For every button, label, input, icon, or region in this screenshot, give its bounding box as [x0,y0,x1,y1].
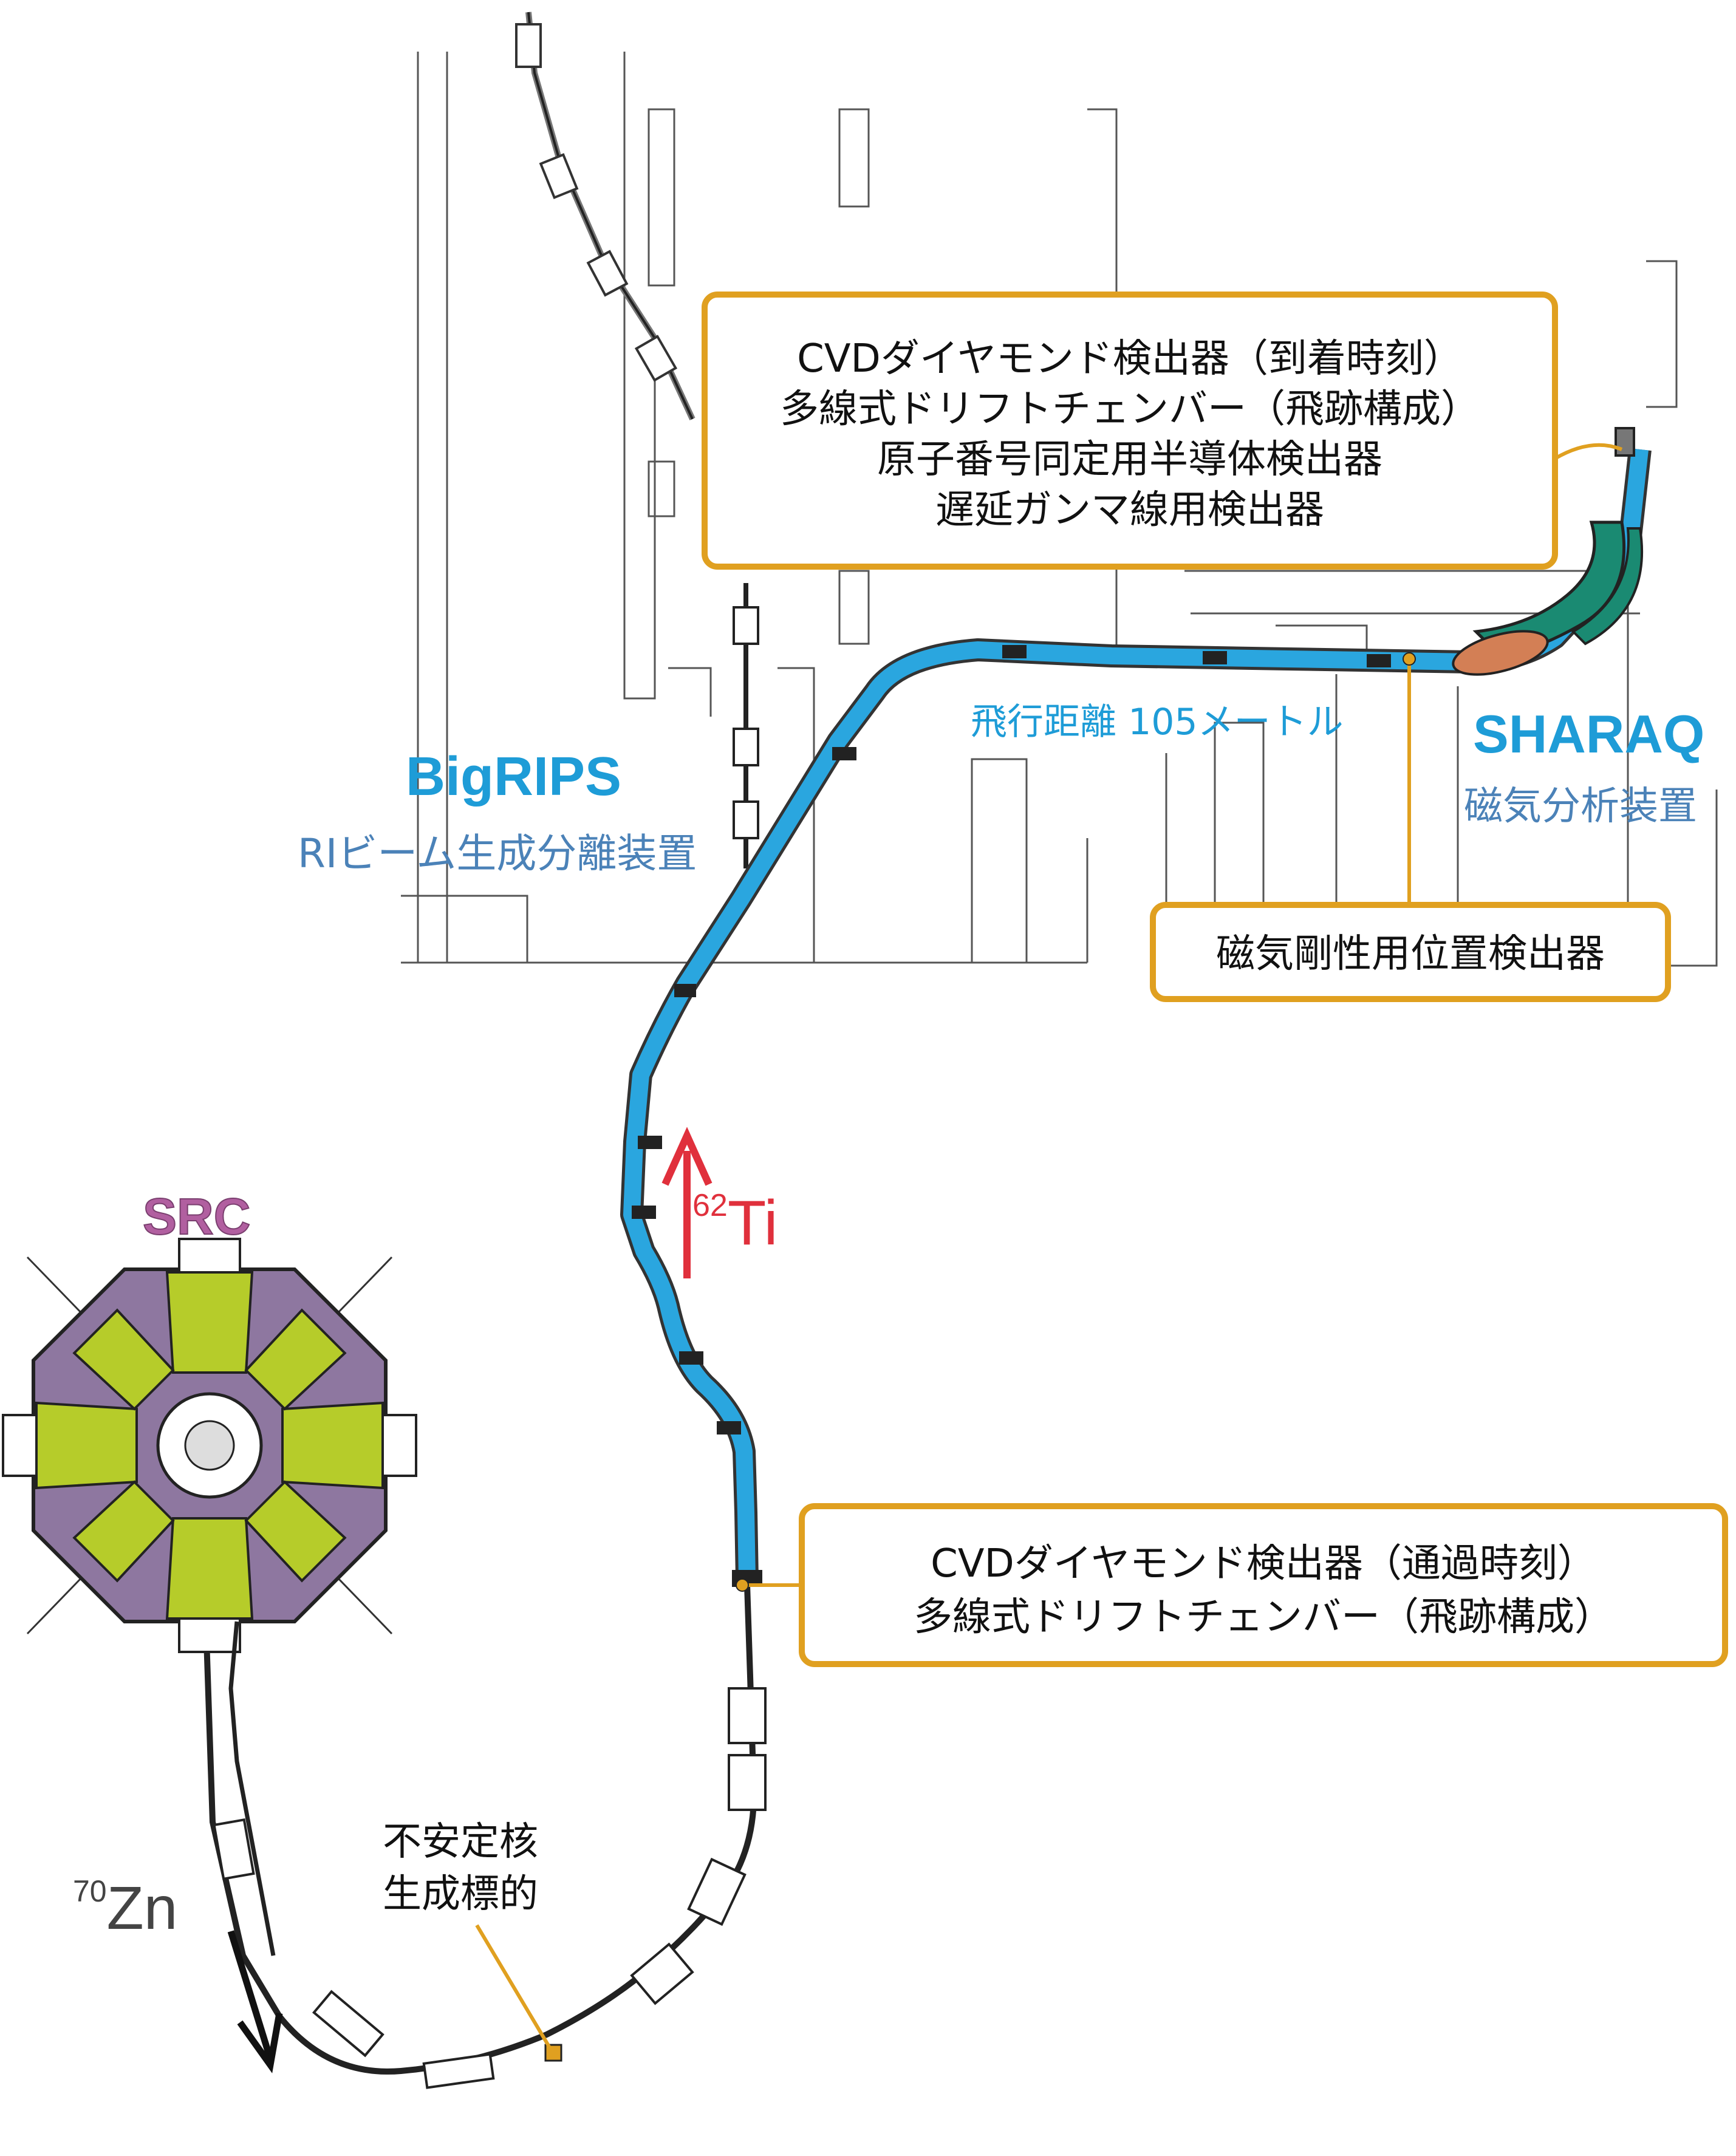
bigrips-beamline [623,448,1649,1580]
callout-leaders [475,443,1623,2054]
zn70-mass-number: 70 [73,1874,107,1908]
focal-detector-line-3: 原子番号同定用半導体検出器 [877,437,1382,482]
callout-focal-plane-detectors: CVDダイヤモンド検出器（到着時刻） 多線式ドリフトチェンバー（飛跡構成） 原子… [702,292,1558,570]
target-label-line-1: 不安定核 [383,1820,538,1864]
callout-rigidity-detector: 磁気剛性用位置検出器 [1150,902,1671,1002]
beamline-elements [632,645,1391,1587]
ti62-label: 62Ti [692,1187,778,1260]
flight-distance-label: 飛行距離 105メートル [971,701,1344,743]
src-title: SRC [142,1187,251,1246]
bigrips-subtitle: RIビーム生成分離装置 [298,830,697,877]
zn70-symbol: Zn [106,1874,178,1942]
src-extraction-beamline [228,1621,276,1956]
vertical-beamline [733,583,759,868]
ti62-symbol: Ti [727,1188,778,1258]
bigrips-beamline-outline [620,448,1652,1580]
focal-detector-line-4: 遅延ガンマ線用検出器 [935,488,1324,533]
zn70-label: 70Zn [73,1874,177,1943]
target-label-line-2: 生成標的 [383,1872,538,1917]
ti62-mass-number: 62 [692,1188,728,1224]
bigrips-title: BigRIPS [406,746,622,807]
focal-detector-line-2: 多線式ドリフトチェンバー（飛跡構成） [780,387,1480,432]
target-label: 不安定核 生成標的 [383,1816,538,1920]
zn70-arrow [227,1930,283,2073]
leader-dots [736,652,1416,1592]
target-area-beamline [203,1585,767,2089]
sharaq-spectrometer [1452,427,1643,676]
rigidity-detector-text: 磁気剛性用位置検出器 [1216,932,1605,977]
callout-start-detectors: CVDダイヤモンド検出器（通過時刻） 多線式ドリフトチェンバー（飛跡構成） [799,1503,1728,1667]
focal-detector-line-1: CVDダイヤモンド検出器（到着時刻） [797,336,1463,381]
ti62-arrow [661,1127,713,1278]
src-cyclotron [2,1238,417,1653]
upstream-beamline [515,12,695,421]
sharaq-title: SHARAQ [1473,704,1705,764]
start-detector-line-1: CVDダイヤモンド検出器（通過時刻） [931,1541,1596,1586]
start-detector-line-2: 多線式ドリフトチェンバー（飛跡構成） [914,1595,1613,1640]
sharaq-subtitle: 磁気分析装置 [1464,784,1697,829]
